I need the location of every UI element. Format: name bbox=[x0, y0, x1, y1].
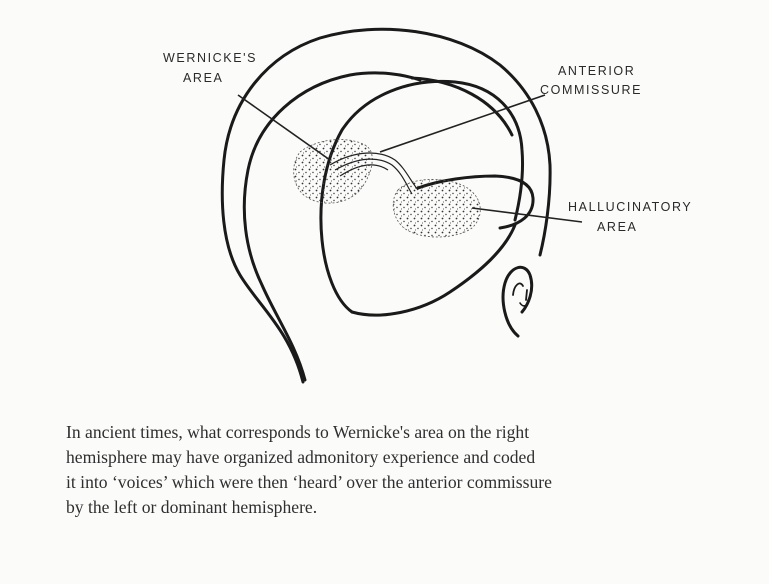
wernicke-area bbox=[294, 140, 373, 204]
anterior-label-line1: ANTERIOR bbox=[558, 64, 635, 78]
caption-line: it into ‘voices’ which were then ‘heard’… bbox=[66, 470, 736, 495]
figure-caption: In ancient times, what corresponds to We… bbox=[66, 420, 736, 520]
ear-drawing bbox=[503, 267, 532, 336]
wernicke-label-line1: WERNICKE'S bbox=[163, 51, 257, 65]
wernicke-leader-line bbox=[238, 95, 330, 160]
hallucinatory-label-line2: AREA bbox=[597, 220, 637, 234]
left-hemisphere-base bbox=[352, 225, 515, 315]
hallucinatory-area bbox=[393, 179, 480, 237]
anterior-label-line2: COMMISSURE bbox=[540, 83, 642, 97]
caption-line: hemisphere may have organized admonitory… bbox=[66, 445, 736, 470]
brain-hemispheres-diagram: WERNICKE'S AREA ANTERIOR COMMISSURE HALL… bbox=[0, 0, 769, 400]
wernicke-label-line2: AREA bbox=[183, 71, 223, 85]
caption-line: In ancient times, what corresponds to We… bbox=[66, 420, 736, 445]
hallucinatory-leader-line bbox=[472, 208, 582, 222]
head-outline bbox=[222, 29, 550, 382]
hallucinatory-label-line1: HALLUCINATORY bbox=[568, 200, 692, 214]
caption-line: by the left or dominant hemisphere. bbox=[66, 495, 736, 520]
